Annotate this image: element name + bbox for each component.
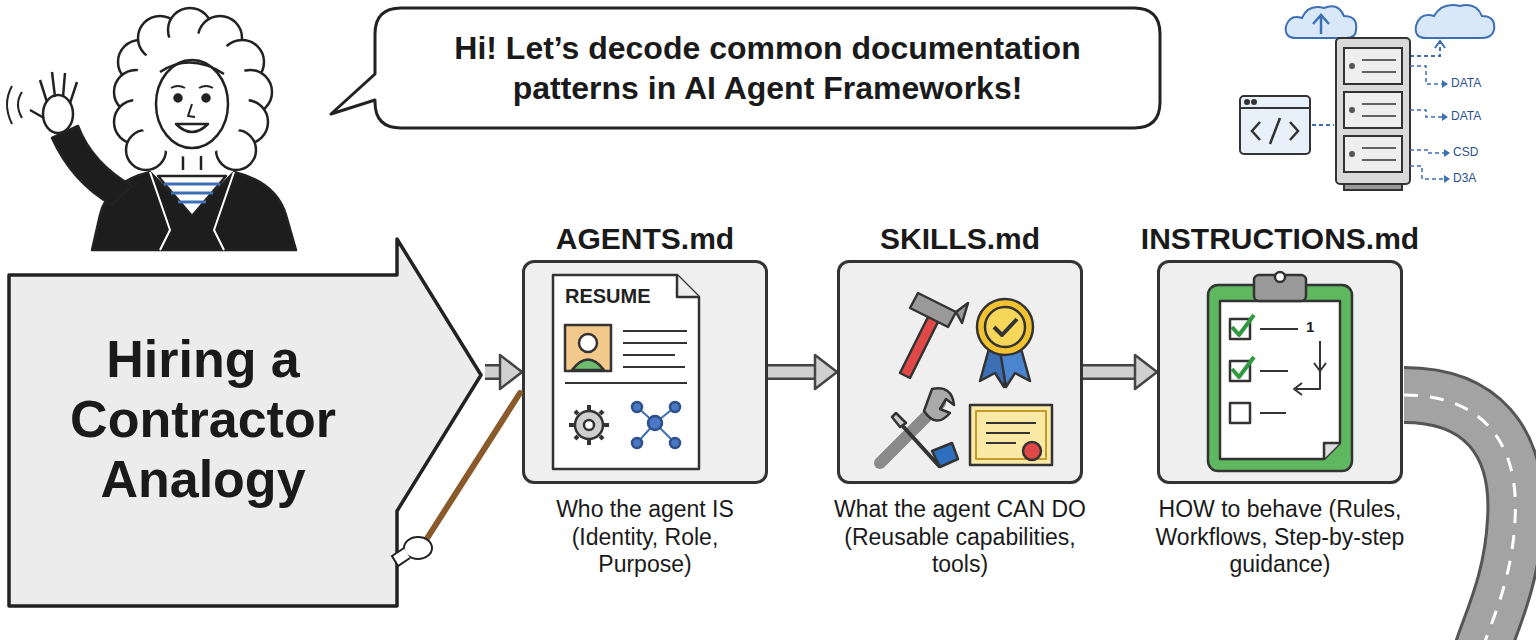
card-caption: HOW to behave (Rules, Workflows, Step-by…	[1130, 496, 1430, 579]
icon-label: RESUME	[565, 285, 651, 308]
file-heading: AGENTS.md	[500, 222, 790, 256]
step-number: 1	[1306, 318, 1314, 335]
flow-arrow	[768, 355, 837, 389]
bubble-outline	[375, 8, 1160, 128]
flow-arrow	[485, 355, 522, 389]
data-tag: D3A	[1453, 171, 1476, 185]
server-illustration	[1240, 5, 1494, 190]
flow-arrow	[1083, 355, 1157, 389]
speech-bubble: Hi! Let’s decode common documentation pa…	[375, 8, 1160, 128]
pointer-hand	[392, 393, 520, 566]
analogy-title: Hiring a Contractor Analogy	[23, 330, 383, 509]
file-heading: SKILLS.md	[810, 222, 1110, 256]
presenter-figure	[7, 8, 296, 250]
data-tag: DATA	[1451, 76, 1481, 90]
analogy-arrow: Hiring a Contractor Analogy	[5, 235, 485, 610]
data-tag: DATA	[1451, 109, 1481, 123]
card-caption: What the agent CAN DO (Reusable capabili…	[820, 496, 1100, 579]
card-frame	[1157, 260, 1403, 484]
clipboard-icon	[1160, 263, 1400, 481]
speech-text: Hi! Let’s decode common documentation pa…	[375, 8, 1160, 128]
card-frame: RESUME	[522, 260, 768, 484]
road-illustration	[1404, 395, 1515, 640]
card-frame	[837, 260, 1083, 484]
file-heading: INSTRUCTIONS.md	[1115, 222, 1445, 256]
concept-card: AGENTS.md RESUME Who the agent IS (Identi…	[500, 222, 790, 579]
concept-card: SKILLS.md What the agent CAN DO (Reusabl…	[810, 222, 1110, 579]
card-caption: Who the agent IS (Identity, Role, Purpos…	[525, 496, 765, 579]
tools-icon	[840, 263, 1080, 481]
concept-card: INSTRUCTIONS.md HOW to behave (Rules, Wo…	[1115, 222, 1445, 579]
data-tag: CSD	[1453, 145, 1478, 159]
